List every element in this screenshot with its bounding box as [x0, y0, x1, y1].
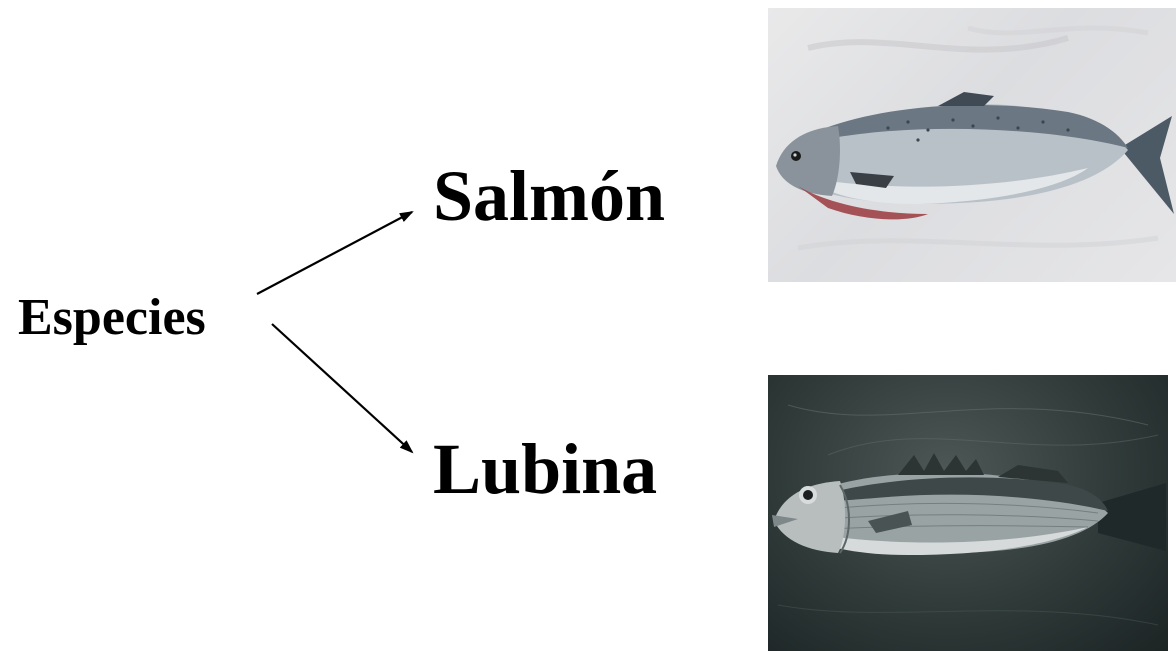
root-label-especies: Especies — [18, 292, 206, 344]
branch-label-salmon: Salmón — [433, 160, 665, 232]
arrow-to-salmon — [257, 212, 412, 294]
sea-bass-photo — [768, 375, 1168, 651]
arrow-to-lubina — [272, 324, 412, 452]
salmon-photo — [768, 8, 1176, 282]
branch-label-lubina: Lubina — [433, 433, 657, 505]
